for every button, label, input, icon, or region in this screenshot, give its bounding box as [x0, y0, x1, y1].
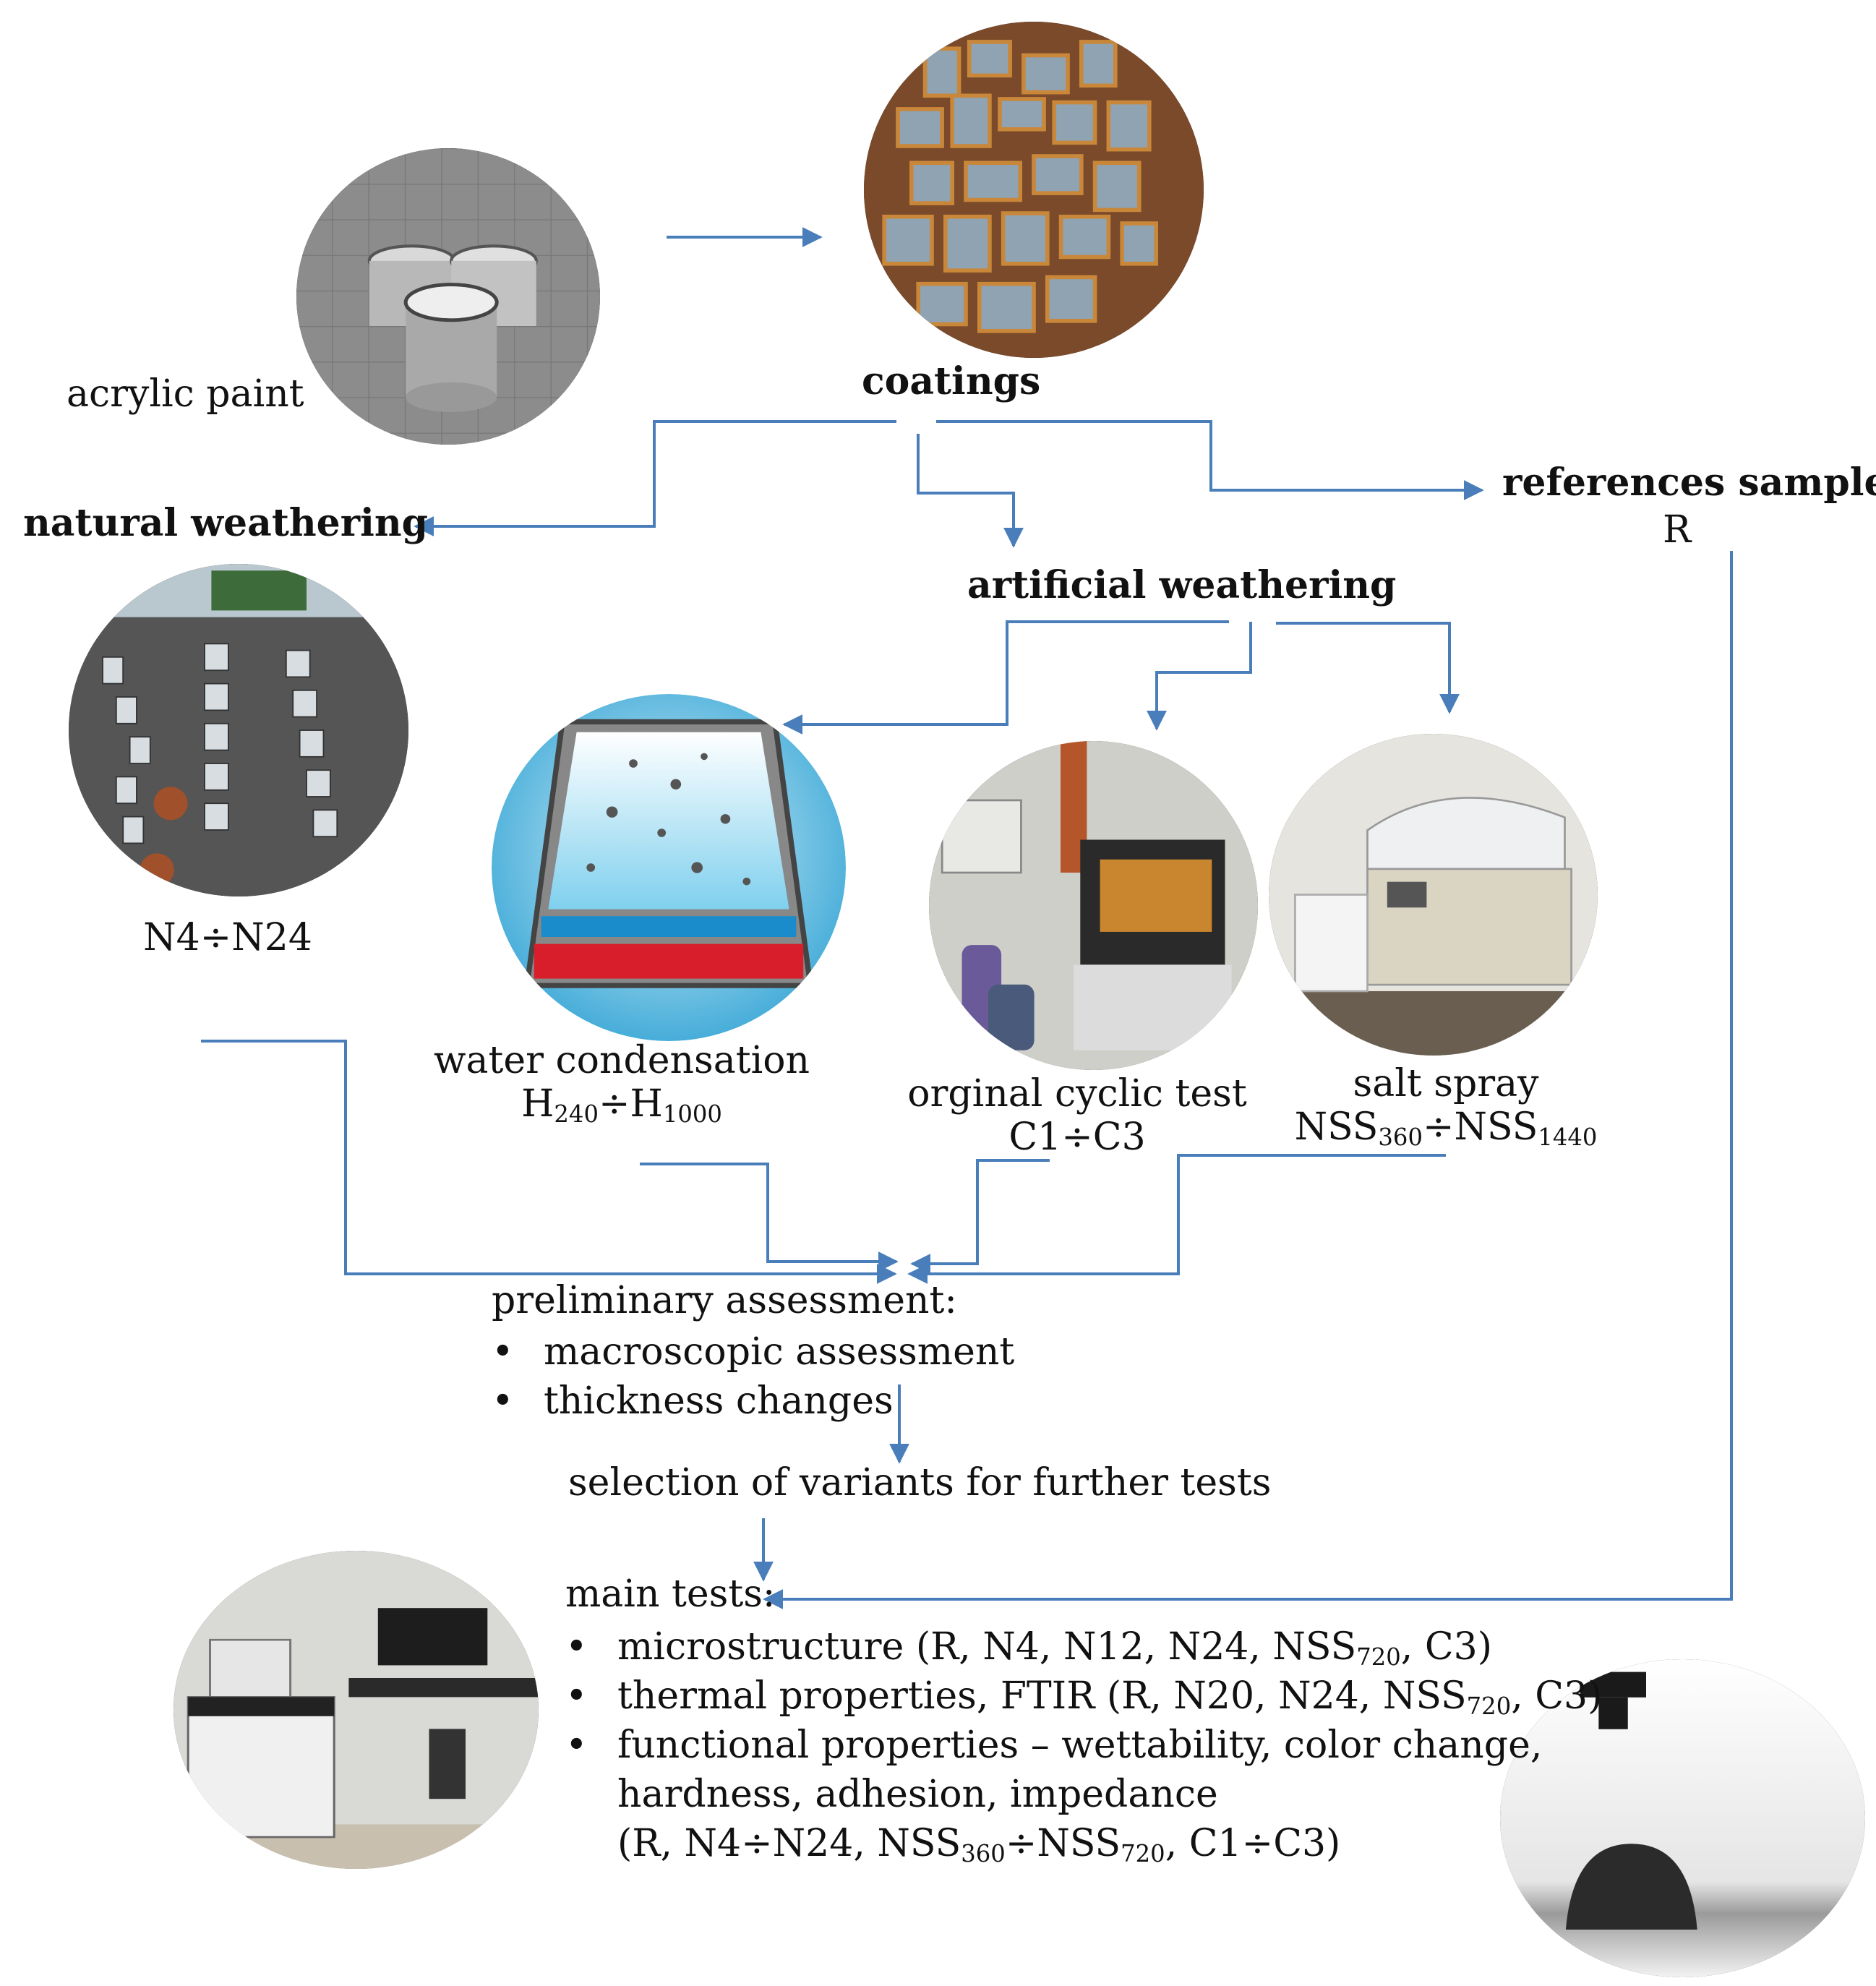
rooftop-exposure-photo	[69, 564, 408, 896]
arrow-natural-to-preliminary	[201, 1040, 897, 1284]
preliminary-item: thickness changes	[492, 1377, 1014, 1426]
main-test-item: microstructure (R, N4, N12, N24, NSS720,…	[565, 1622, 1602, 1672]
label-acrylic-paint: acrylic paint	[67, 372, 304, 416]
cyclic-test-chamber-photo	[929, 741, 1258, 1070]
main-test-item: thermal properties, FTIR (R, N20, N24, N…	[565, 1672, 1602, 1721]
label-references-samples: references samples	[1502, 461, 1876, 505]
coated-panels-photo	[864, 22, 1204, 358]
salt-spray-chamber-photo	[1269, 734, 1598, 1056]
paint-cans-photo	[296, 148, 600, 445]
arrow-artificial-to-cyclic	[1147, 622, 1252, 731]
arrow-cyclic-to-preliminary	[910, 1159, 1050, 1274]
water-code: H240÷H1000	[521, 1082, 722, 1128]
label-water-condensation: water condensation H240÷H1000	[405, 1039, 839, 1128]
label-natural-code: N4÷N24	[143, 916, 312, 959]
arrow-coatings-to-natural	[414, 420, 896, 536]
label-natural-weathering: natural weathering	[23, 501, 429, 545]
arrow-references-to-main	[763, 551, 1733, 1609]
label-salt-spray: salt spray NSS360÷NSS1440	[1280, 1062, 1612, 1151]
arrow-salt-to-preliminary	[907, 1154, 1446, 1284]
preliminary-item: macroscopic assessment	[492, 1327, 1014, 1377]
arrow-coatings-to-references	[936, 420, 1484, 500]
main-test-item: functional properties – wettability, col…	[565, 1721, 1602, 1868]
label-cyclic-test: orginal cyclic test C1÷C3	[907, 1072, 1247, 1159]
arrow-coatings-to-artificial	[917, 434, 1024, 548]
label-artificial-weathering: artificial weathering	[967, 563, 1397, 607]
salt-code: NSS360÷NSS1440	[1294, 1105, 1598, 1151]
arrow-water-to-preliminary	[640, 1163, 899, 1272]
label-main-tests-title: main tests:	[565, 1572, 776, 1616]
arrow-artificial-to-salt	[1276, 622, 1460, 714]
label-preliminary-title: preliminary assessment:	[492, 1279, 957, 1322]
arrow-artificial-to-water	[782, 620, 1229, 735]
main-tests-list: microstructure (R, N4, N12, N24, NSS720,…	[565, 1622, 1602, 1868]
preliminary-list: macroscopic assessment thickness changes	[492, 1327, 1014, 1426]
label-references-code: R	[1663, 508, 1692, 552]
label-coatings: coatings	[862, 359, 1041, 403]
label-selection: selection of variants for further tests	[568, 1461, 1272, 1505]
condensation-chamber-icon	[492, 694, 846, 1041]
